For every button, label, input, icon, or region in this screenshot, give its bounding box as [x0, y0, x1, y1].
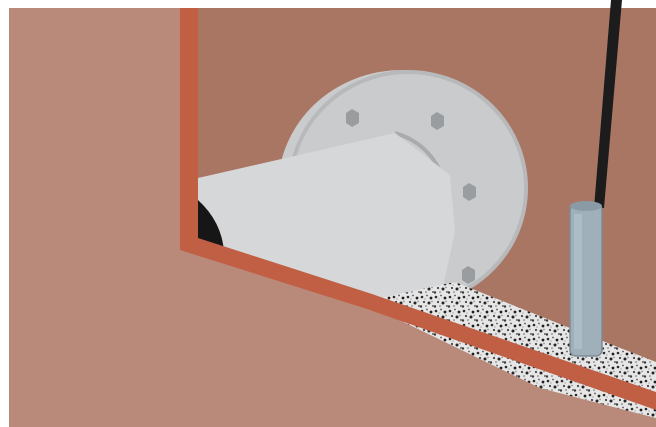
weir-box-illustration: [0, 0, 656, 427]
illustration-canvas: [0, 0, 656, 427]
